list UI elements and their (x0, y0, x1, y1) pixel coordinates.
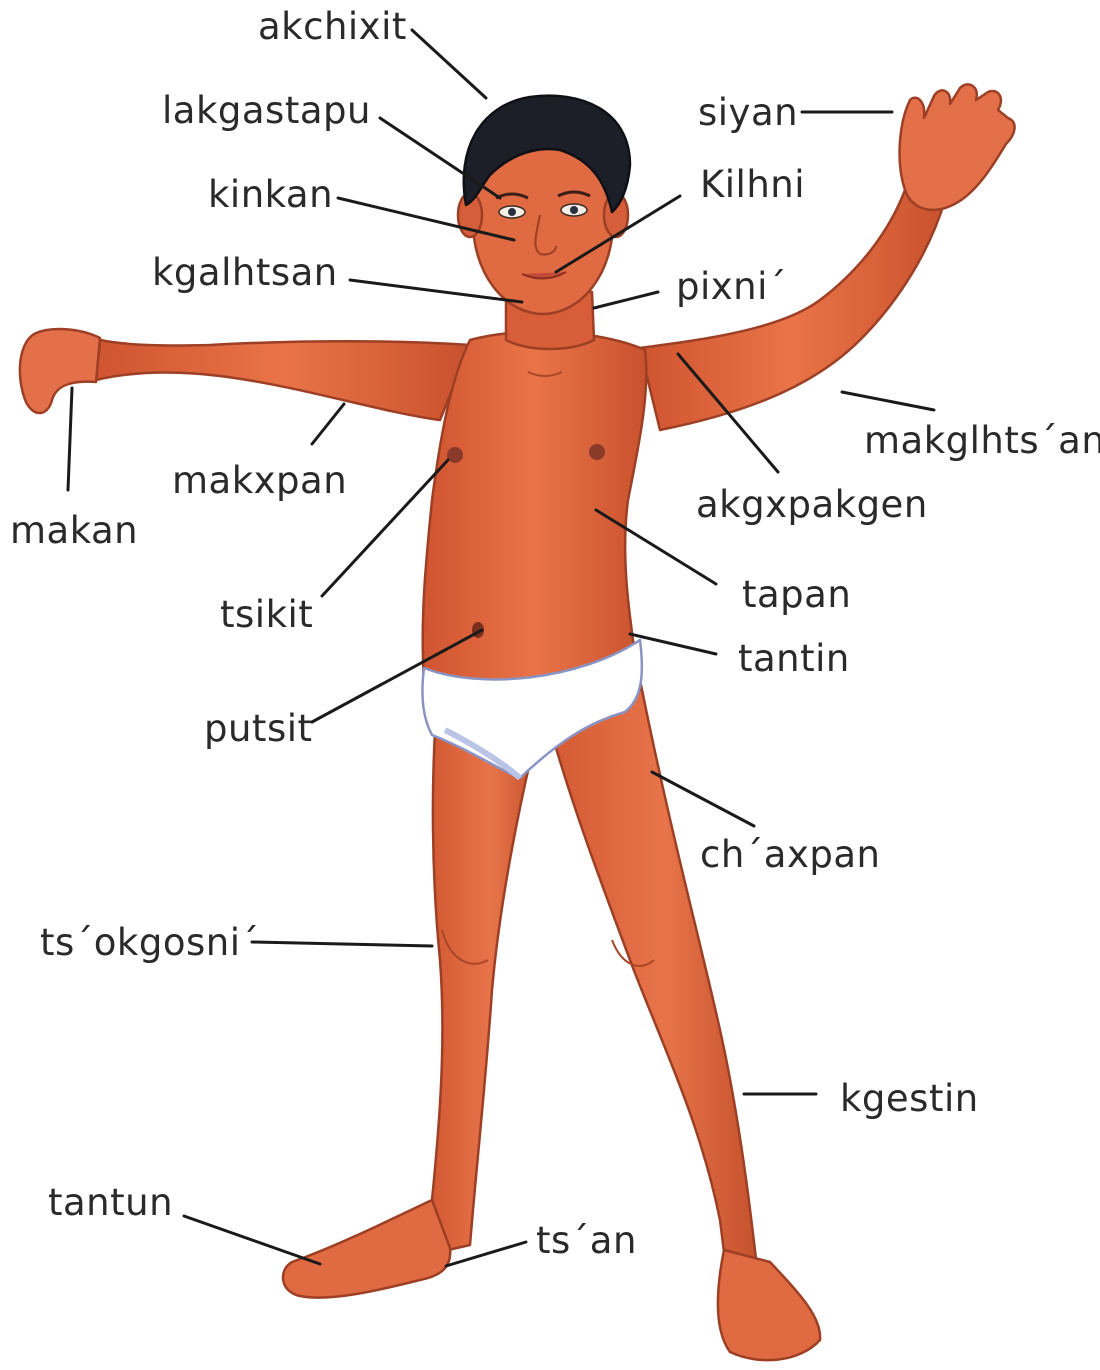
right-hand (900, 84, 1015, 209)
leader-pixni (594, 292, 658, 308)
label-kgalhtsan: kgalhtsan (152, 254, 338, 291)
label-putsit: putsit (204, 710, 313, 747)
label-tsikit: tsikit (220, 596, 313, 633)
left-foot (283, 1200, 450, 1298)
right-foot (718, 1250, 820, 1360)
leader-tsokgosni (252, 942, 432, 946)
label-tantin: tantin (738, 640, 850, 677)
torso (423, 332, 647, 690)
leader-makxpan (312, 404, 344, 444)
label-kgestin: kgestin (840, 1080, 979, 1117)
leader-makglhtsan (842, 392, 934, 410)
leader-tantun (184, 1216, 320, 1264)
label-kilhni: Kilhni (700, 166, 805, 203)
leader-tantin (630, 634, 716, 654)
label-chaxpan: ch´axpan (700, 836, 880, 873)
label-tsan: ts´an (536, 1222, 637, 1259)
label-pixni: pixni´ (676, 268, 787, 305)
label-lakgastapu: lakgastapu (162, 92, 371, 129)
leader-makan (68, 388, 72, 490)
label-makxpan: makxpan (172, 462, 347, 499)
label-makglhtsan: makglhts´an (864, 422, 1100, 459)
leader-akchixit (412, 30, 486, 98)
left-hand (20, 329, 100, 413)
label-akchixit: akchixit (258, 8, 407, 45)
label-tantun: tantun (48, 1184, 173, 1221)
label-siyan: siyan (698, 94, 798, 131)
label-tapan: tapan (742, 576, 851, 613)
label-kinkan: kinkan (208, 176, 333, 213)
label-makan: makan (10, 512, 138, 549)
left-arm (96, 340, 470, 420)
right-arm (640, 190, 945, 430)
label-akgxpakgen: akgxpakgen (696, 486, 928, 523)
label-tsokgosni: ts´okgosni´ (40, 924, 259, 961)
